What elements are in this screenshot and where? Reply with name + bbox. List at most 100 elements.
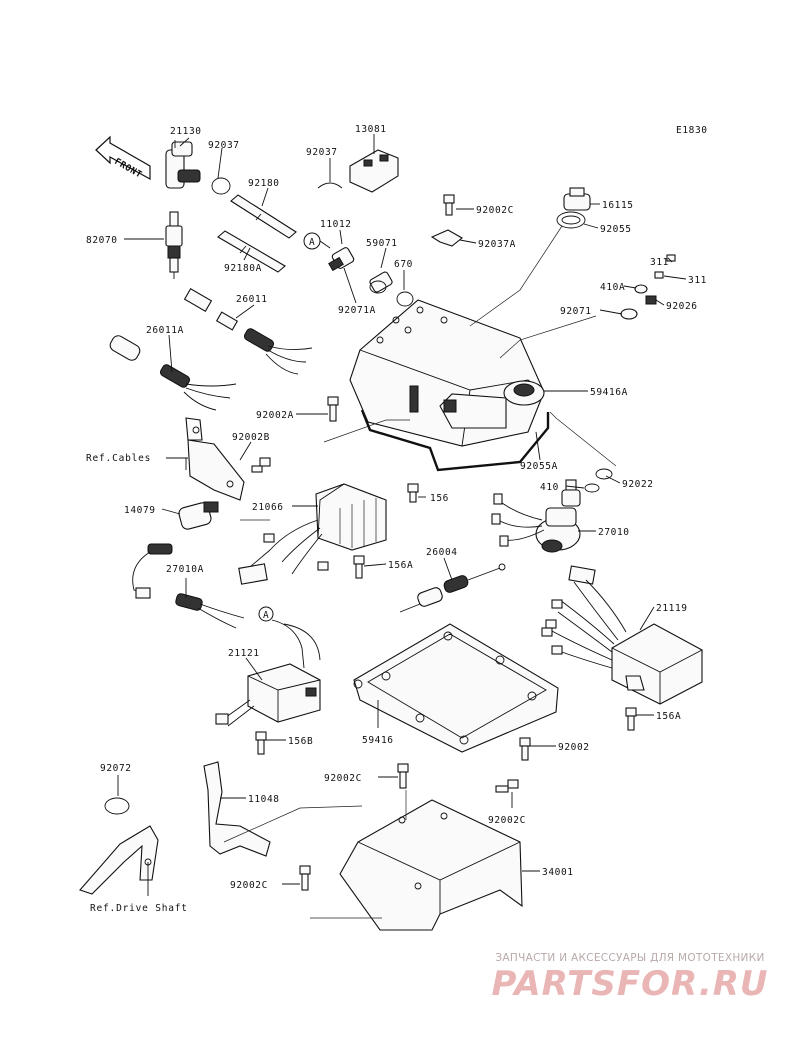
mount-plate-34001 [339, 799, 523, 931]
label-13081: 13081 [355, 124, 387, 135]
harness-26011 [183, 288, 313, 375]
watermark-logo: PARTSFOR.RU [491, 964, 769, 1004]
label-410: 410 [540, 482, 559, 493]
ignition-coil-21121 [215, 619, 321, 727]
label-34001: 34001 [542, 867, 574, 878]
bolt-92002 [519, 737, 531, 761]
harness-27010a [132, 543, 245, 629]
callout-a: A [303, 232, 321, 250]
spark-plug-cap [165, 140, 201, 189]
ignitor-21119 [541, 565, 703, 705]
bolt-92002a [327, 396, 339, 422]
bracket-11048 [203, 761, 271, 857]
label-26011a: 26011A [146, 325, 184, 336]
label-92002c-mid: 92002C [324, 773, 362, 784]
label-92022: 92022 [622, 479, 654, 490]
label-14079: 14079 [124, 505, 156, 516]
label-92002c-bottom: 92002C [230, 880, 268, 891]
label-21130: 21130 [170, 126, 202, 137]
label-21119: 21119 [656, 603, 688, 614]
leader-lines [117, 134, 687, 919]
label-92180: 92180 [248, 178, 280, 189]
label-92002b: 92002B [232, 432, 270, 443]
label-92037a: 92037A [478, 239, 516, 250]
label-92002: 92002 [558, 742, 590, 753]
harness-26011a [109, 335, 237, 411]
label-92026: 92026 [666, 301, 698, 312]
watermark-caption: ЗАПЧАСТИ И АКСЕССУАРЫ ДЛЯ МОТОТЕХНИКИ [495, 952, 765, 964]
bolt-92002b [251, 457, 271, 473]
callout-a-lower: A [258, 606, 274, 622]
sensor-16115 [556, 187, 591, 229]
regulator-21066 [238, 483, 387, 585]
label-92037-b: 92037 [306, 147, 338, 158]
label-311-b: 311 [688, 275, 707, 286]
label-92002c-top: 92002C [476, 205, 514, 216]
label-92180a: 92180A [224, 263, 262, 274]
label-92071: 92071 [560, 306, 592, 317]
label-92002c-right: 92002C [488, 815, 526, 826]
fuse-26004 [399, 563, 506, 613]
label-410a: 410A [600, 282, 625, 293]
label-92037-a: 92037 [208, 140, 240, 151]
label-11048: 11048 [248, 794, 280, 805]
washer-92022 [595, 468, 613, 480]
switch-27010 [491, 479, 581, 553]
case-gasket-92055a [360, 409, 550, 472]
label-92072: 92072 [100, 763, 132, 774]
drive-shaft-guide [79, 825, 159, 895]
watermark: ЗАПЧАСТИ И АКСЕССУАРЫ ДЛЯ МОТОТЕХНИКИ PA… [470, 952, 790, 1004]
label-21121: 21121 [228, 648, 260, 659]
callout-a-label: A [309, 237, 315, 248]
label-59416: 59416 [362, 735, 394, 746]
bolt-156a-right [625, 707, 637, 731]
bolt-156 [407, 483, 419, 503]
label-26011: 26011 [236, 294, 268, 305]
clip-92037 [317, 182, 343, 189]
sensor-14079 [178, 501, 219, 530]
pipe-lower [217, 230, 286, 273]
label-59416a: 59416A [590, 387, 628, 398]
fitting-11012 [328, 247, 355, 272]
bolt-92002c-right [495, 779, 519, 793]
callout-a-lower-label: A [263, 610, 269, 621]
bracket-13081 [349, 149, 399, 193]
label-82070: 82070 [86, 235, 118, 246]
bracket-ref-cables [185, 417, 245, 501]
label-26004: 26004 [426, 547, 458, 558]
bolt-92002c-top [443, 194, 455, 216]
part-labels: 21130 92037 92037 13081 92180 92180A 820… [86, 124, 707, 914]
label-59071: 59071 [366, 238, 398, 249]
label-27010a: 27010A [166, 564, 204, 575]
case-cover-59416 [353, 623, 559, 753]
label-11012: 11012 [320, 219, 352, 230]
label-92071a: 92071A [338, 305, 376, 316]
bolt-92002c-mid [397, 763, 409, 789]
label-27010: 27010 [598, 527, 630, 538]
clip-92072 [104, 797, 130, 815]
label-156a-mid: 156A [388, 560, 413, 571]
hose-clamp [211, 177, 231, 195]
o-ring-670 [396, 291, 414, 307]
label-311-a: 311 [650, 257, 669, 268]
diagram-code: E1830 [676, 125, 708, 136]
bolt-92002c-bottom [299, 865, 311, 891]
label-92002a: 92002A [256, 410, 294, 421]
bolt-156a-mid [353, 555, 365, 579]
label-92055a: 92055A [520, 461, 558, 472]
label-16115: 16115 [602, 200, 634, 211]
label-156b: 156B [288, 736, 313, 747]
label-92055: 92055 [600, 224, 632, 235]
clamp-92037a [430, 229, 463, 247]
label-ref-cables: Ref.Cables [86, 453, 151, 464]
label-156a-right: 156A [656, 711, 681, 722]
front-arrow-icon: FRONT [95, 135, 151, 181]
pipe-upper [230, 194, 297, 239]
bolt-156b [255, 731, 267, 755]
electric-case [349, 299, 545, 447]
ring-410 [584, 483, 600, 493]
label-670: 670 [394, 259, 413, 270]
grommet-59071 [369, 271, 393, 294]
small-parts-311-410a [620, 254, 676, 320]
